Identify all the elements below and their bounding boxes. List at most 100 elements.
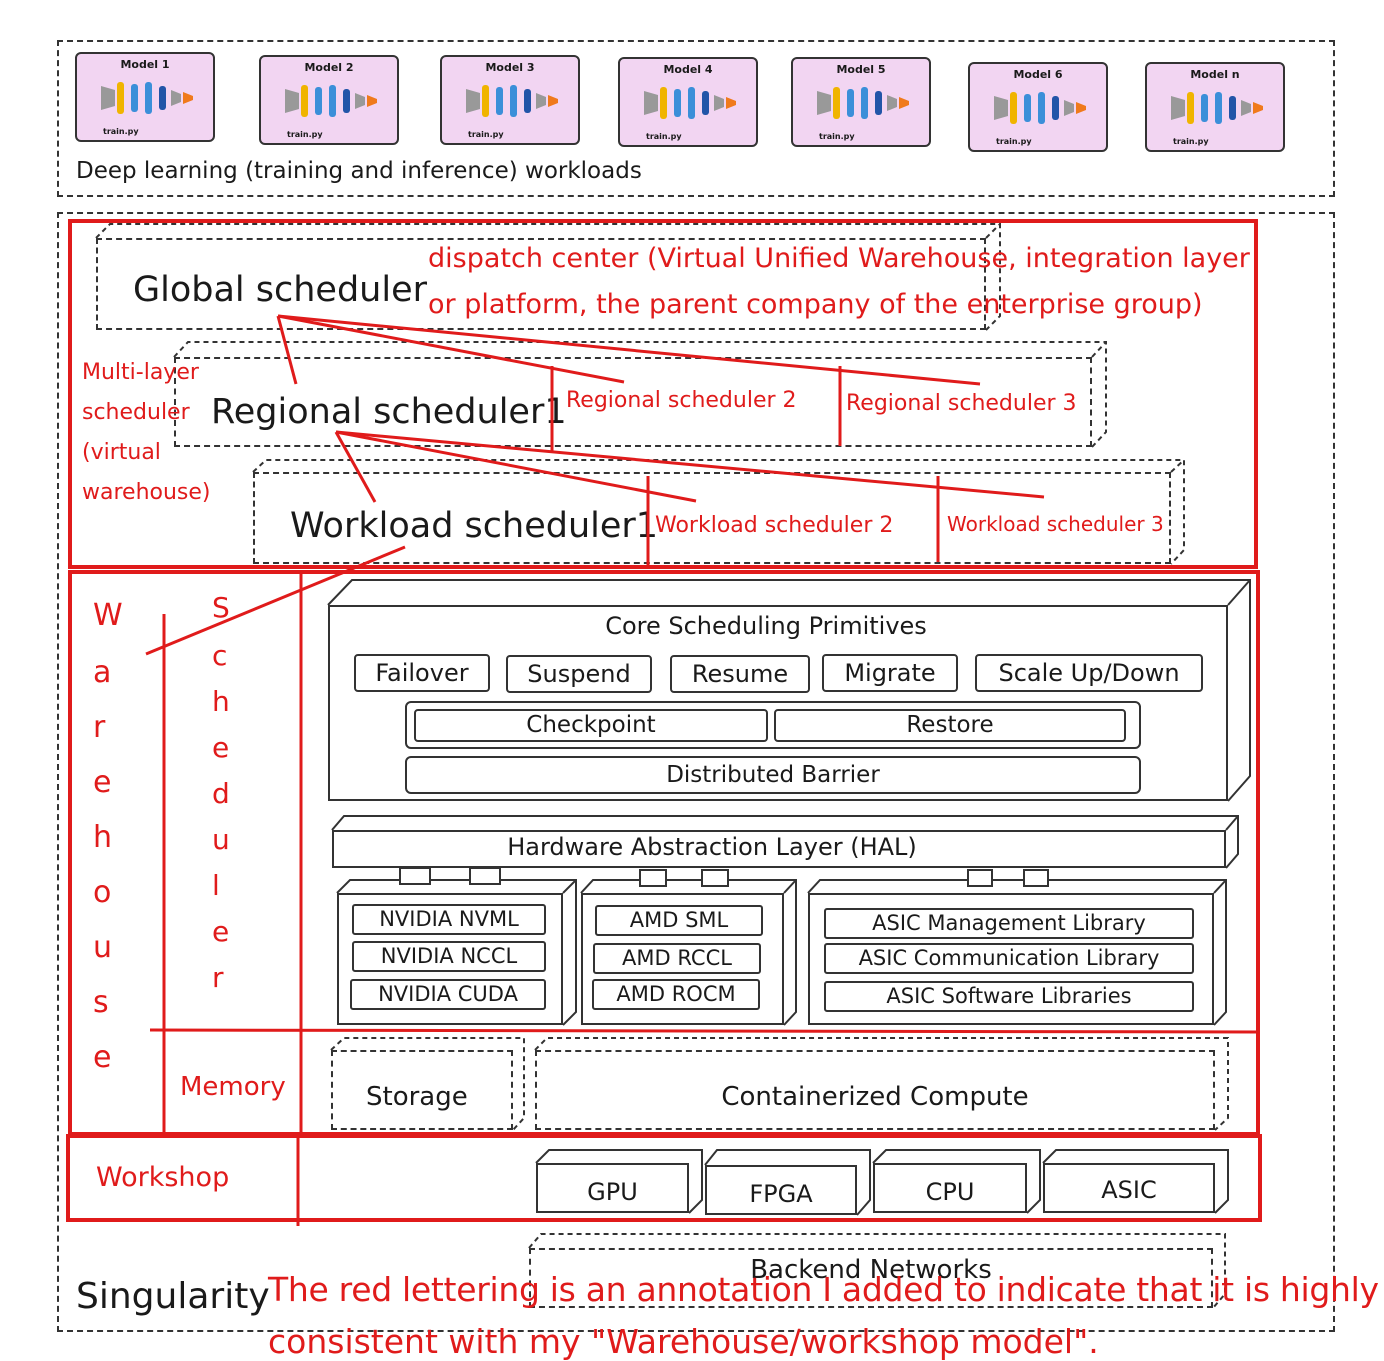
scheduler-letter: e <box>212 915 230 948</box>
model-card-n[interactable]: Model n train.py <box>1145 62 1285 152</box>
model-file: train.py <box>103 127 139 136</box>
nvidia-nvml: NVIDIA NVML <box>352 904 546 935</box>
dispatch-center-note-line1: dispatch center (Virtual Unified Warehou… <box>428 243 1250 274</box>
multilayer-note-3: (virtual <box>82 440 161 465</box>
migrate-button[interactable]: Migrate <box>822 654 958 692</box>
model-card-2[interactable]: Model 2 train.py <box>259 55 399 145</box>
singularity-brand: Singularity <box>76 1276 270 1317</box>
hal-bar <box>332 830 1226 868</box>
multilayer-note-4: warehouse) <box>82 480 211 505</box>
nvidia-nccl: NVIDIA NCCL <box>352 941 546 972</box>
backend-networks-label: Backend Networks <box>750 1255 992 1285</box>
core-primitives-panel <box>328 605 1228 801</box>
warehouse-letter: o <box>93 875 112 910</box>
workloads-region <box>57 40 1335 197</box>
asic-communication-library: ASIC Communication Library <box>824 943 1194 974</box>
gpu-label: GPU <box>587 1178 638 1206</box>
model-title: Model 2 <box>304 61 354 74</box>
checkpoint-restore-group <box>405 701 1141 749</box>
asic-box <box>808 893 1214 1025</box>
neural-network-icon <box>1171 92 1263 124</box>
restore-button[interactable]: Restore <box>774 709 1126 742</box>
nvidia-cuda: NVIDIA CUDA <box>350 979 546 1010</box>
regional-scheduler-1-label: Regional scheduler1 <box>211 392 567 432</box>
warehouse-letter: e <box>93 765 112 800</box>
global-scheduler-box <box>96 238 986 330</box>
workload-scheduler-3-label: Workload scheduler 3 <box>947 512 1164 536</box>
scheduler-letter: l <box>212 869 220 902</box>
asic-hw-box[interactable]: ASIC <box>1043 1163 1215 1213</box>
asic-management-library: ASIC Management Library <box>824 908 1194 939</box>
warehouse-letter: W <box>93 598 123 633</box>
warehouse-letter: a <box>93 655 112 690</box>
amd-sml: AMD SML <box>595 905 763 936</box>
model-title: Model n <box>1190 68 1240 81</box>
warehouse-letter: e <box>93 1040 112 1075</box>
hal-title: Hardware Abstraction Layer (HAL) <box>507 833 917 861</box>
model-title: Model 1 <box>120 58 170 71</box>
model-file: train.py <box>1173 137 1209 146</box>
scheduler-letter: u <box>212 823 230 856</box>
checkpoint-button[interactable]: Checkpoint <box>414 709 768 742</box>
model-file: train.py <box>819 132 855 141</box>
model-title: Model 4 <box>663 63 713 76</box>
memory-label: Memory <box>180 1072 286 1102</box>
model-card-4[interactable]: Model 4 train.py <box>618 57 758 147</box>
neural-network-icon <box>817 87 909 119</box>
regional-scheduler-box <box>174 357 1092 447</box>
model-title: Model 6 <box>1013 68 1063 81</box>
scheduler-letter: S <box>212 591 230 624</box>
fpga-box[interactable]: FPGA <box>705 1165 857 1215</box>
multilayer-annotation-box <box>68 219 1258 569</box>
warehouse-letter: s <box>93 985 109 1020</box>
scale-up-down-button[interactable]: Scale Up/Down <box>975 654 1203 692</box>
model-card-1[interactable]: Model 1 train.py <box>75 52 215 142</box>
model-card-5[interactable]: Model 5 train.py <box>791 57 931 147</box>
workshop-label: Workshop <box>96 1162 230 1193</box>
model-card-3[interactable]: Model 3 train.py <box>440 55 580 145</box>
workload-scheduler-box <box>253 472 1171 564</box>
neural-network-icon <box>101 82 193 114</box>
regional-scheduler-2-label: Regional scheduler 2 <box>566 388 797 413</box>
nvidia-box <box>337 893 563 1025</box>
compute-box <box>535 1050 1215 1130</box>
failover-button[interactable]: Failover <box>354 654 490 692</box>
workload-scheduler-1-label: Workload scheduler1 <box>290 506 659 546</box>
neural-network-icon <box>994 92 1086 124</box>
amd-rocm: AMD ROCM <box>592 979 760 1010</box>
neural-network-icon <box>644 87 736 119</box>
resume-button[interactable]: Resume <box>670 655 810 693</box>
cpu-box[interactable]: CPU <box>873 1163 1027 1213</box>
asic-hw-label: ASIC <box>1101 1176 1157 1204</box>
cpu-label: CPU <box>925 1178 975 1206</box>
gpu-box[interactable]: GPU <box>536 1163 689 1213</box>
model-file: train.py <box>646 132 682 141</box>
model-card-6[interactable]: Model 6 train.py <box>968 62 1108 152</box>
scheduler-letter: d <box>212 777 230 810</box>
model-title: Model 3 <box>485 61 535 74</box>
annotation-note-line2: consistent with my "Warehouse/workshop m… <box>268 1322 1099 1361</box>
warehouse-letter: r <box>93 710 106 745</box>
amd-rccl: AMD RCCL <box>593 943 761 974</box>
warehouse-letter: h <box>93 820 113 855</box>
singularity-region <box>57 212 1335 1332</box>
storage-label: Storage <box>366 1082 468 1112</box>
multilayer-note-1: Multi-layer <box>82 360 199 385</box>
model-file: train.py <box>468 130 504 139</box>
distributed-barrier[interactable]: Distributed Barrier <box>405 756 1141 794</box>
scheduler-letter: c <box>212 639 228 672</box>
suspend-button[interactable]: Suspend <box>506 655 652 693</box>
dispatch-center-note-line2: or platform, the parent company of the e… <box>428 289 1203 320</box>
fpga-label: FPGA <box>749 1180 813 1208</box>
amd-box <box>581 893 784 1025</box>
compute-label: Containerized Compute <box>721 1082 1029 1112</box>
scheduler-letter: r <box>212 961 224 994</box>
workload-scheduler-2-label: Workload scheduler 2 <box>655 513 894 538</box>
model-title: Model 5 <box>836 63 886 76</box>
model-file: train.py <box>996 137 1032 146</box>
